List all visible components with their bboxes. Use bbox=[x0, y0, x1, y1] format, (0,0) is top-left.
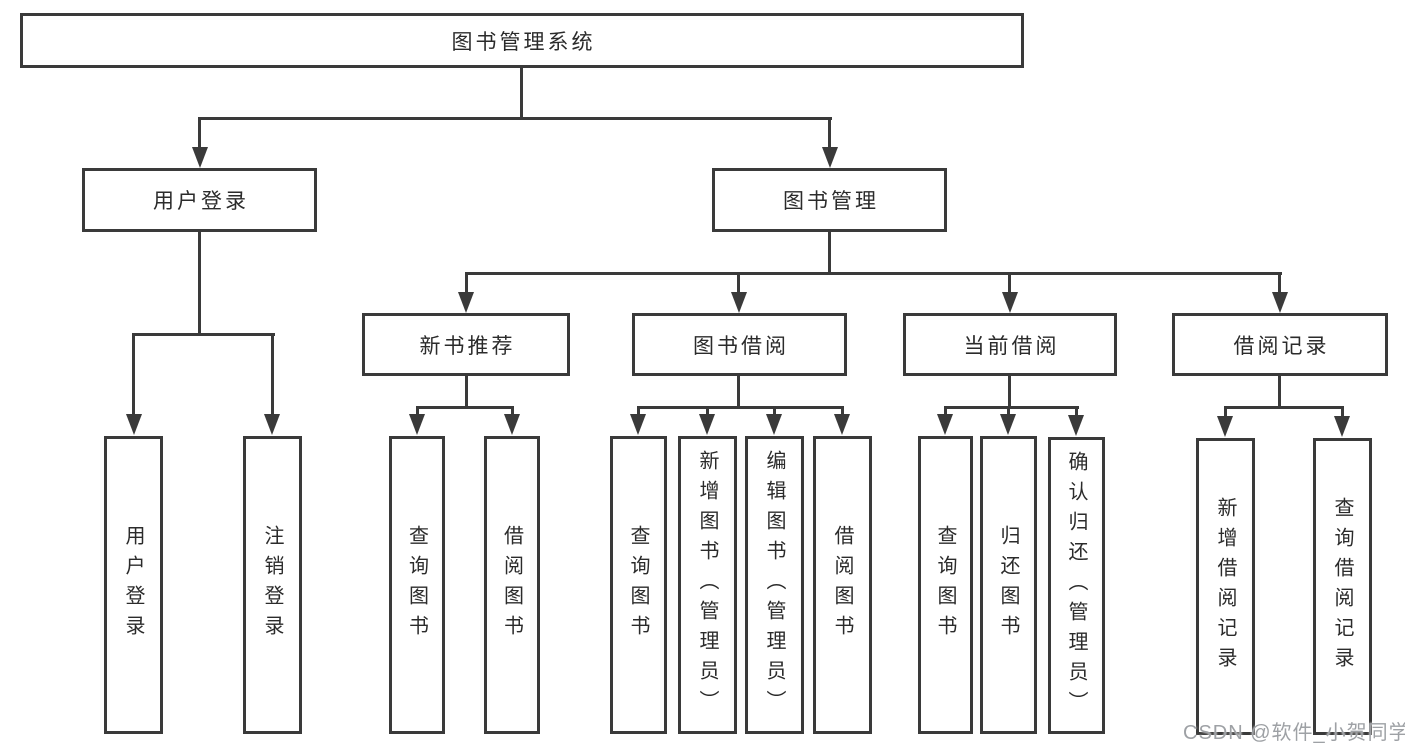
connector bbox=[465, 272, 468, 296]
csdn-watermark: CSDN @软件_小贺同学 bbox=[1183, 722, 1405, 744]
arrow-down-icon bbox=[766, 414, 782, 435]
arrow-down-icon bbox=[699, 414, 715, 435]
leaf-bb-edit-books-admin: 编辑图书（管理员） bbox=[745, 436, 804, 734]
node-book-management: 图书管理 bbox=[712, 168, 947, 232]
arrow-down-icon bbox=[834, 414, 850, 435]
node-book-borrow: 图书借阅 bbox=[632, 313, 847, 376]
connector bbox=[737, 376, 740, 409]
connector bbox=[637, 406, 640, 418]
connector bbox=[1341, 406, 1344, 418]
arrow-down-icon bbox=[409, 414, 425, 435]
connector bbox=[773, 406, 776, 418]
leaf-cb-return-books: 归还图书 bbox=[980, 436, 1037, 734]
connector bbox=[944, 406, 947, 418]
leaf-label: 新增借阅记录 bbox=[1214, 496, 1236, 677]
leaf-bb-add-books-admin: 新增图书（管理员） bbox=[678, 436, 737, 734]
leaf-br-query-record: 查询借阅记录 bbox=[1313, 438, 1372, 735]
arrow-down-icon bbox=[1217, 416, 1233, 437]
leaf-nb-borrow-books: 借阅图书 bbox=[484, 436, 540, 734]
leaf-nb-query-books: 查询图书 bbox=[389, 436, 445, 734]
connector bbox=[198, 117, 832, 120]
connector bbox=[520, 68, 523, 118]
connector bbox=[465, 272, 1282, 275]
connector bbox=[271, 333, 274, 417]
leaf-br-add-record: 新增借阅记录 bbox=[1196, 438, 1255, 735]
connector bbox=[1008, 272, 1011, 296]
connector bbox=[1278, 272, 1281, 296]
connector bbox=[416, 406, 514, 409]
connector bbox=[637, 406, 844, 409]
arrow-down-icon bbox=[264, 414, 280, 435]
connector bbox=[841, 406, 844, 418]
leaf-label: 编辑图书（管理员） bbox=[763, 450, 785, 720]
connector bbox=[944, 406, 1079, 409]
leaf-user-login: 用户登录 bbox=[104, 436, 163, 734]
arrow-down-icon bbox=[937, 414, 953, 435]
connector bbox=[465, 376, 468, 409]
leaf-label: 查询图书 bbox=[627, 525, 649, 645]
connector bbox=[1008, 376, 1011, 409]
node-borrow-records: 借阅记录 bbox=[1172, 313, 1388, 376]
node-current-borrow: 当前借阅 bbox=[903, 313, 1117, 376]
connector bbox=[737, 272, 740, 296]
connector bbox=[132, 333, 135, 417]
leaf-label: 确认归还（管理员） bbox=[1065, 450, 1087, 721]
leaf-bb-query-books: 查询图书 bbox=[610, 436, 667, 734]
leaf-cb-confirm-return-admin: 确认归还（管理员） bbox=[1048, 437, 1105, 734]
node-user-login: 用户登录 bbox=[82, 168, 317, 232]
arrow-down-icon bbox=[1000, 414, 1016, 435]
connector bbox=[198, 117, 201, 149]
leaf-label: 借阅图书 bbox=[500, 525, 523, 645]
connector bbox=[828, 117, 831, 149]
node-root-system: 图书管理系统 bbox=[20, 13, 1024, 68]
leaf-label: 归还图书 bbox=[997, 525, 1019, 645]
arrow-down-icon bbox=[1272, 292, 1288, 313]
leaf-label: 用户登录 bbox=[122, 525, 144, 645]
connector bbox=[198, 232, 201, 336]
arrow-down-icon bbox=[192, 147, 208, 168]
arrow-down-icon bbox=[731, 292, 747, 313]
connector bbox=[511, 406, 514, 418]
arrow-down-icon bbox=[126, 414, 142, 435]
arrow-down-icon bbox=[458, 292, 474, 313]
connector bbox=[1278, 376, 1281, 409]
connector bbox=[1007, 406, 1010, 418]
leaf-label: 查询图书 bbox=[405, 525, 428, 645]
connector bbox=[416, 406, 419, 418]
leaf-logout: 注销登录 bbox=[243, 436, 302, 734]
arrow-down-icon bbox=[504, 414, 520, 435]
node-new-book-recommend: 新书推荐 bbox=[362, 313, 570, 376]
connector bbox=[828, 232, 831, 275]
leaf-label: 注销登录 bbox=[261, 525, 283, 645]
leaf-label: 新增图书（管理员） bbox=[696, 450, 718, 720]
connector bbox=[1224, 406, 1344, 409]
connector bbox=[706, 406, 709, 418]
leaf-cb-query-books: 查询图书 bbox=[918, 436, 973, 734]
arrow-down-icon bbox=[1068, 415, 1084, 436]
arrow-down-icon bbox=[1334, 416, 1350, 437]
leaf-label: 查询图书 bbox=[934, 525, 956, 645]
arrow-down-icon bbox=[822, 147, 838, 168]
leaf-bb-borrow-books: 借阅图书 bbox=[813, 436, 872, 734]
connector bbox=[132, 333, 275, 336]
connector bbox=[1075, 406, 1078, 418]
connector bbox=[1224, 406, 1227, 418]
arrow-down-icon bbox=[1002, 292, 1018, 313]
leaf-label: 借阅图书 bbox=[831, 525, 853, 645]
leaf-label: 查询借阅记录 bbox=[1331, 496, 1353, 677]
arrow-down-icon bbox=[630, 414, 646, 435]
